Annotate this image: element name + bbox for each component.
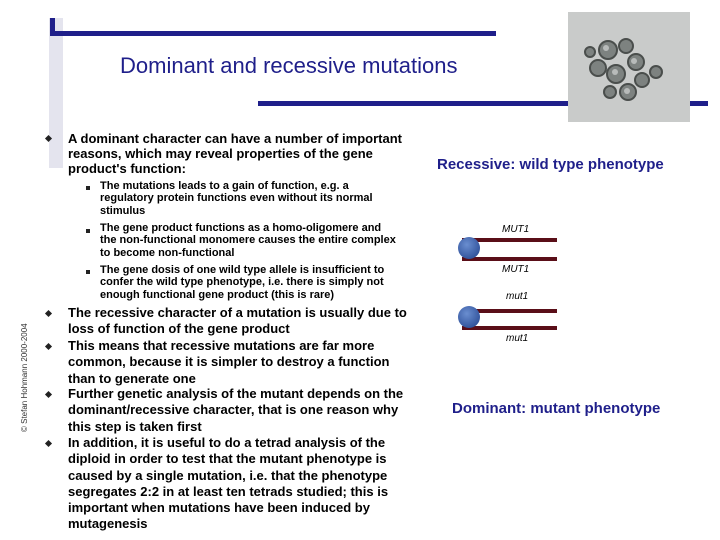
bullet-icon: [44, 309, 53, 318]
decorative-bar: [49, 18, 63, 168]
sub-bullet-gene-dosis: The gene dosis of one wild type allele i…: [100, 264, 385, 301]
sub-bullet-icon: [86, 229, 90, 233]
sub-bullet-icon: [86, 270, 90, 274]
chromosome-bottom: [462, 257, 557, 261]
sub-bullet-gain-of-function: The mutations leads to a gain of functio…: [100, 180, 373, 217]
recessive-phenotype-label: Recessive: wild type phenotype: [437, 156, 664, 173]
title-top-rule: [50, 31, 496, 36]
gene-label: MUT1: [502, 264, 530, 275]
chromosome-bottom: [462, 326, 557, 330]
sub-bullet-homo-oligomere: The gene product functions as a homo-oli…: [100, 222, 396, 259]
bullet-icon: [44, 342, 53, 351]
chromosome-top: [462, 238, 557, 242]
copyright-text: © Stefan Hohmann 2000-2004: [20, 323, 30, 442]
dominant-phenotype-label: Dominant: mutant phenotype: [452, 400, 661, 417]
centromere-icon: [458, 306, 480, 328]
bullet-recessive-common: This means that recessive mutations are …: [68, 338, 390, 386]
copyright-label: © Stefan Hohmann 2000-2004: [20, 323, 29, 432]
bullet-tetrad-analysis: In addition, it is useful to do a tetrad…: [68, 435, 389, 532]
gene-label: mut1: [506, 291, 529, 302]
chromosome-top: [462, 309, 557, 313]
bullet-icon: [44, 390, 53, 399]
gene-label: MUT1: [502, 224, 530, 235]
title-bottom-rule: [258, 101, 708, 106]
bullet-icon: [44, 439, 53, 448]
bullet-genetic-analysis: Further genetic analysis of the mutant d…: [68, 386, 404, 434]
slide-title: Dominant and recessive mutations: [120, 53, 458, 78]
yeast-cells-photo: [568, 12, 690, 122]
centromere-icon: [458, 237, 480, 259]
sub-bullet-icon: [86, 186, 90, 190]
bullet-dominant-reasons: A dominant character can have a number o…: [68, 131, 402, 176]
bullet-recessive-character: The recessive character of a mutation is…: [68, 305, 407, 337]
decorative-line: [50, 18, 55, 36]
gene-label: mut1: [506, 333, 529, 344]
